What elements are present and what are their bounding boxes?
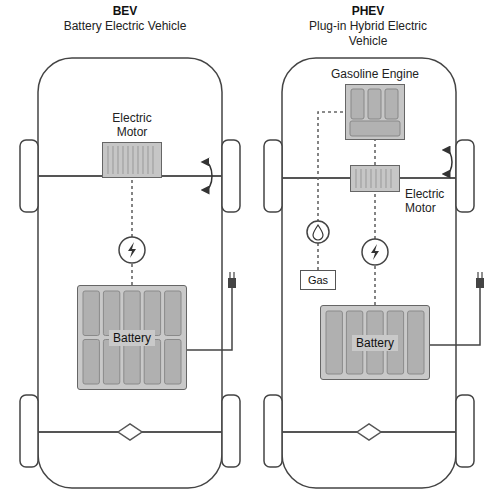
wheel bbox=[222, 395, 240, 467]
battery-cell bbox=[83, 291, 99, 336]
motor-box: Electric Motor bbox=[350, 165, 400, 192]
vehicle-title: PHEV bbox=[252, 4, 484, 19]
fuel-symbol bbox=[307, 221, 329, 243]
car-body bbox=[38, 58, 222, 488]
wheel bbox=[456, 395, 474, 467]
battery-cell bbox=[165, 291, 181, 336]
vehicle-title: BEV bbox=[10, 4, 240, 19]
wheel bbox=[264, 395, 282, 467]
motor-fin bbox=[133, 146, 134, 174]
rotation-arrow bbox=[205, 162, 212, 190]
motor-fin bbox=[113, 146, 114, 174]
vehicle-subtitle: Battery Electric Vehicle bbox=[60, 19, 190, 34]
engine-block bbox=[350, 121, 400, 136]
fuel-drop bbox=[313, 225, 323, 240]
battery-cell bbox=[326, 311, 342, 374]
battery-cell bbox=[165, 340, 181, 385]
motor-fin bbox=[371, 169, 372, 188]
motor-fin bbox=[386, 169, 387, 188]
engine-graphic bbox=[346, 85, 404, 139]
part-label: Electric Motor bbox=[97, 111, 167, 139]
power-link bbox=[318, 112, 345, 270]
plug bbox=[228, 278, 236, 288]
motor-fin bbox=[128, 146, 129, 174]
power-link bbox=[374, 140, 376, 165]
engine-cylinder bbox=[351, 89, 364, 119]
part-label: Gasoline Engine bbox=[315, 67, 435, 81]
plug-prongs bbox=[478, 272, 482, 278]
lightning-bolt bbox=[371, 244, 379, 260]
wheel bbox=[20, 140, 38, 212]
vehicle-group: BEVBattery Electric VehicleElectric Moto… bbox=[10, 4, 240, 488]
plug-prongs bbox=[230, 272, 234, 278]
battery-cell bbox=[83, 340, 99, 385]
fuel-label: Gas bbox=[308, 274, 328, 287]
motor-fin bbox=[366, 169, 367, 188]
charging-cord bbox=[187, 288, 232, 350]
motor-fin bbox=[376, 169, 377, 188]
motor-fin bbox=[153, 146, 154, 174]
battery-cell bbox=[124, 340, 140, 385]
battery-label: Battery bbox=[352, 335, 398, 351]
charging-cord bbox=[430, 288, 480, 345]
motor-fin bbox=[381, 169, 382, 188]
motor-fin bbox=[391, 169, 392, 188]
part-label: Electric Motor bbox=[405, 187, 453, 215]
motor-graphic bbox=[103, 143, 161, 177]
engine-cylinder bbox=[385, 89, 398, 119]
wheel bbox=[264, 140, 282, 212]
electric-symbol bbox=[119, 237, 145, 263]
motor-fin bbox=[118, 146, 119, 174]
power-link bbox=[131, 178, 133, 285]
wheel bbox=[222, 140, 240, 212]
wheel bbox=[456, 140, 474, 212]
electric-symbol bbox=[362, 239, 388, 265]
plug bbox=[476, 278, 484, 288]
lightning-bolt bbox=[128, 242, 136, 258]
battery-label: Battery bbox=[109, 330, 155, 346]
car-body bbox=[282, 58, 456, 488]
motor-graphic bbox=[351, 166, 399, 191]
engine-cylinder bbox=[368, 89, 381, 119]
vehicle-group: PHEVPlug-in Hybrid Electric VehicleGasol… bbox=[252, 4, 484, 488]
wheel bbox=[20, 395, 38, 467]
motor-fin bbox=[361, 169, 362, 188]
rotation-arrow bbox=[446, 150, 452, 174]
gas-box: Gas bbox=[300, 270, 336, 290]
motor-fin bbox=[123, 146, 124, 174]
differential bbox=[118, 424, 142, 440]
motor-fin bbox=[108, 146, 109, 174]
motor-box: Electric Motor bbox=[102, 142, 162, 178]
battery-cell bbox=[103, 340, 119, 385]
vehicle-subtitle: Plug-in Hybrid Electric Vehicle bbox=[298, 19, 438, 49]
motor-fin bbox=[143, 146, 144, 174]
differential bbox=[357, 424, 381, 440]
motor-fin bbox=[138, 146, 139, 174]
motor-fin bbox=[356, 169, 357, 188]
motor-fin bbox=[148, 146, 149, 174]
battery-cell bbox=[144, 340, 160, 385]
battery-box: Battery bbox=[77, 285, 187, 390]
battery-box: Battery bbox=[320, 305, 430, 380]
battery-cell bbox=[408, 311, 424, 374]
engine-box: Gasoline Engine bbox=[345, 84, 405, 140]
